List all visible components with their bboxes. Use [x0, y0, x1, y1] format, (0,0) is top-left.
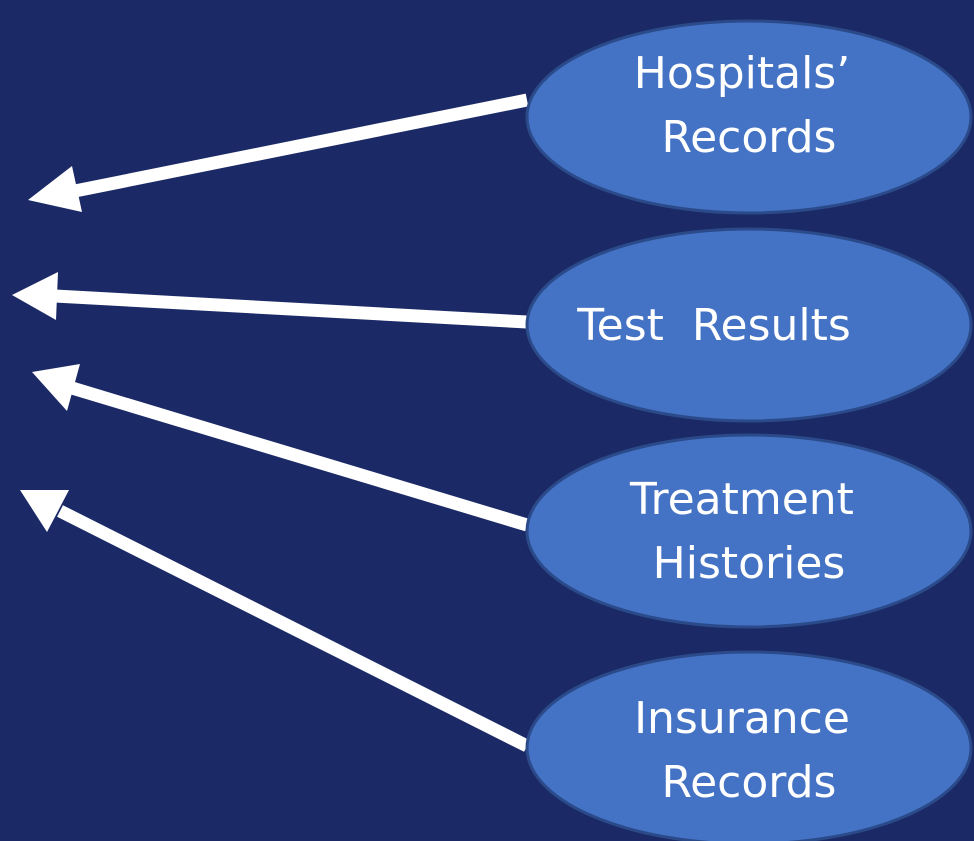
svg-text:Insurance Records: Insurance Records	[634, 693, 864, 808]
node-hospitals-records: Hospitals’ Records	[525, 19, 973, 215]
arrow-treatment-histories	[32, 364, 529, 532]
node-treatment-histories: Treatment Histories	[525, 433, 973, 629]
arrow-hospitals-records	[28, 93, 529, 212]
node-hospitals-records-shape	[525, 19, 973, 215]
node-insurance-records-line-2: Records	[662, 757, 837, 808]
node-insurance-records-line-1: Insurance	[634, 693, 850, 744]
node-treatment-histories-line-1: Treatment	[629, 474, 854, 525]
node-test-results: Test Results	[0, 0, 973, 423]
svg-text:Test Results: Test Results	[0, 0, 921, 351]
node-insurance-records: Insurance Records	[525, 650, 973, 841]
svg-text:Hospitals’ Records: Hospitals’ Records	[634, 48, 864, 163]
node-hospitals-records-line-2: Records	[662, 112, 837, 163]
node-insurance-records-shape	[525, 650, 973, 841]
arrows	[12, 93, 530, 752]
arrow-test-results	[12, 272, 528, 329]
node-treatment-histories-line-2: Histories	[653, 538, 846, 589]
node-hospitals-records-line-1: Hospitals’	[634, 48, 850, 99]
svg-text:Treatment Histories: Treatment Histories	[629, 474, 868, 589]
arrow-insurance-records	[20, 490, 530, 752]
node-test-results-line-1: Test Results	[576, 300, 851, 351]
node-test-results-shape	[525, 227, 973, 423]
node-treatment-histories-shape	[525, 433, 973, 629]
